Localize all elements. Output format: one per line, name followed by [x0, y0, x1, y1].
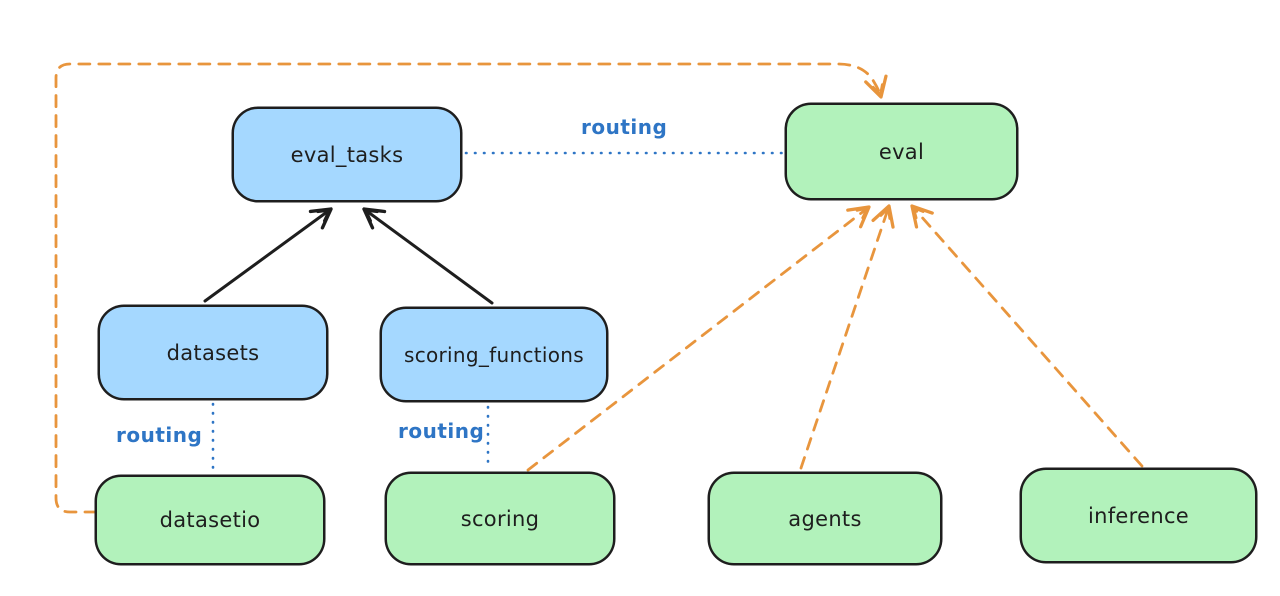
- node-agents-label: agents: [788, 506, 862, 531]
- node-scoring-functions: scoring_functions: [380, 307, 608, 402]
- edge-agents-to-eval: [799, 204, 895, 470]
- edge-label-routing-scoring-functions-scoring: routing: [398, 419, 485, 443]
- node-datasetio: datasetio: [95, 475, 325, 565]
- node-eval-label: eval: [878, 139, 925, 164]
- edge-scoring-functions-to-eval-tasks: [362, 207, 494, 305]
- node-scoring-label: scoring: [460, 506, 540, 531]
- node-scoring-functions-label: scoring_functions: [403, 342, 585, 367]
- node-eval-tasks-label: eval_tasks: [290, 142, 404, 167]
- node-datasetio-label: datasetio: [159, 508, 261, 532]
- edge-datasets-to-eval-tasks: [203, 207, 333, 303]
- edge-datasetio-to-eval: [54, 62, 888, 514]
- node-datasets-label: datasets: [166, 340, 260, 365]
- node-eval-tasks: eval_tasks: [232, 107, 462, 202]
- node-inference-label: inference: [1087, 503, 1190, 528]
- edge-label-routing-datasets-datasetio: routing: [116, 423, 203, 447]
- node-datasets: datasets: [98, 305, 328, 400]
- edge-label-routing-eval-tasks-eval: routing: [581, 115, 668, 139]
- edge-inference-to-eval: [910, 204, 1144, 468]
- node-agents: agents: [708, 472, 942, 565]
- node-inference: inference: [1020, 468, 1257, 563]
- node-eval: eval: [785, 103, 1018, 200]
- edge-scoring-to-eval: [526, 205, 871, 472]
- node-scoring: scoring: [385, 472, 615, 565]
